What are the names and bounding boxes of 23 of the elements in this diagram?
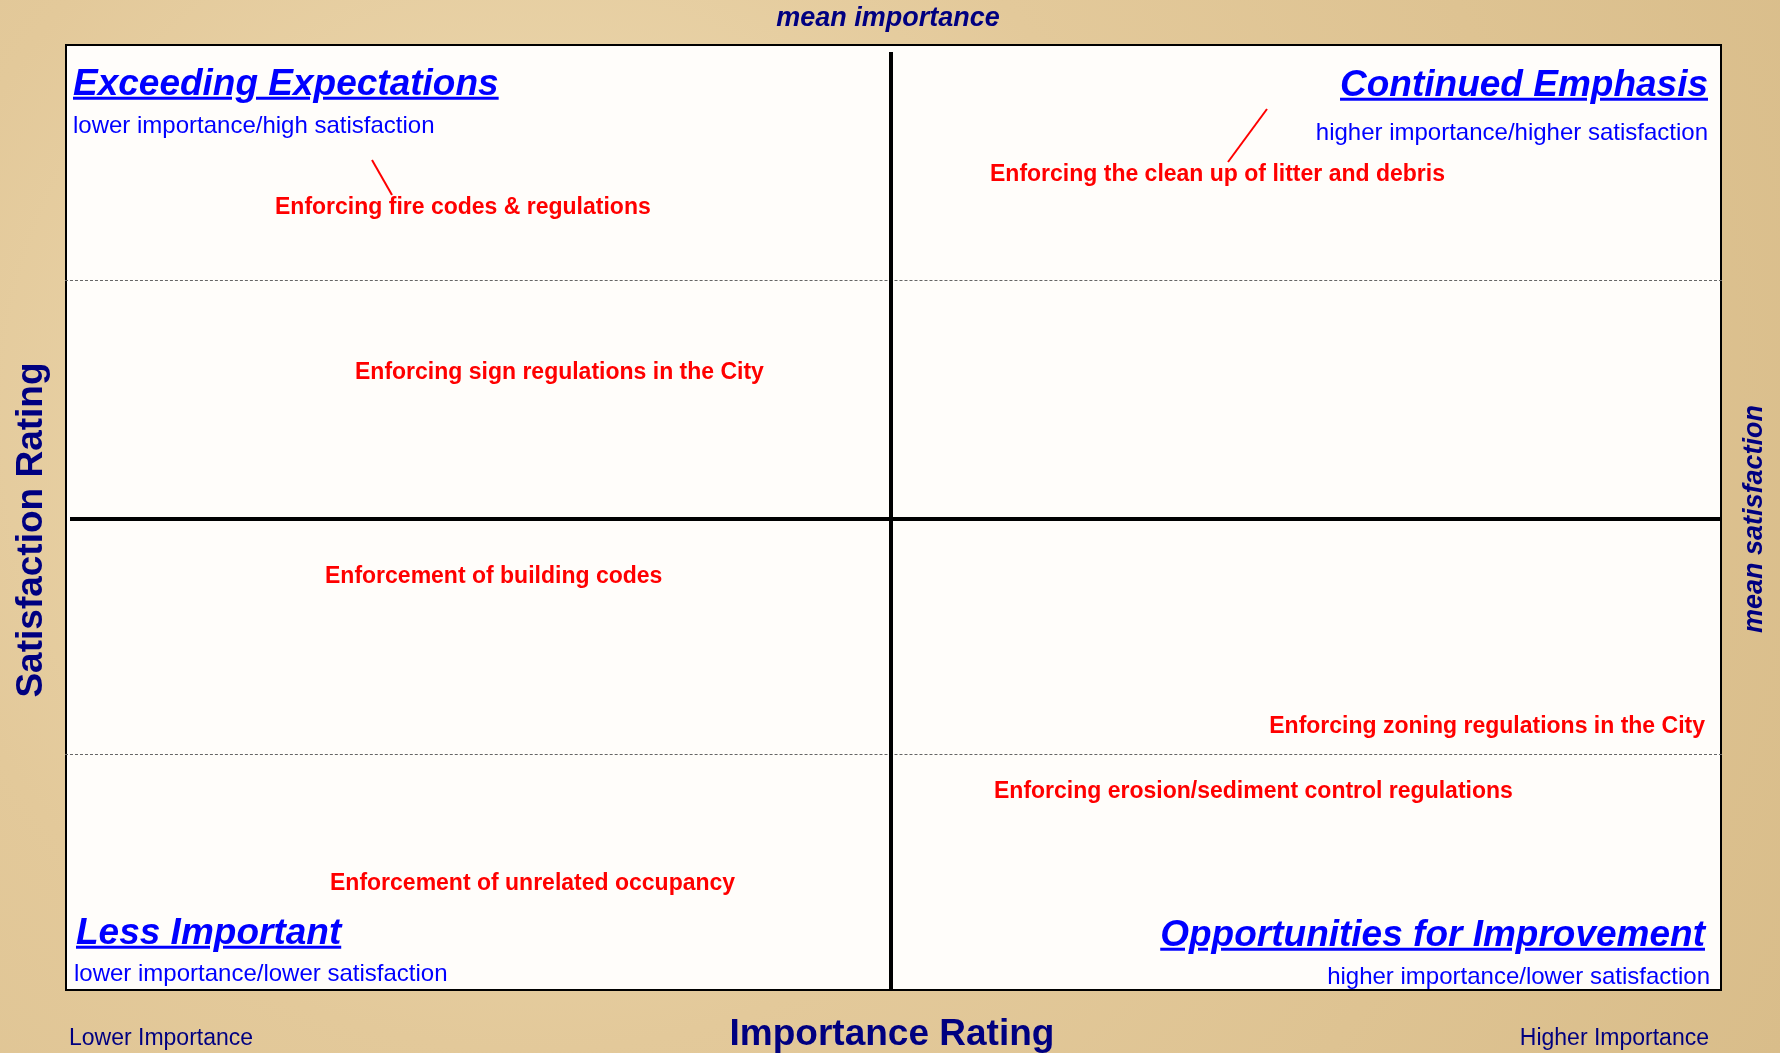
item-label: Enforcing zoning regulations in the City <box>1269 711 1705 739</box>
quadrant-heading: Less Important <box>76 910 342 954</box>
quadrant-heading: Opportunities for Improvement <box>1160 912 1705 956</box>
item-label: Enforcement of unrelated occupancy <box>330 868 736 896</box>
quadrant-subtitle: higher importance/lower satisfaction <box>1327 962 1710 990</box>
leader-line <box>371 159 393 196</box>
quadrant-subtitle: lower importance/high satisfaction <box>73 111 435 139</box>
item-label: Enforcing fire codes & regulations <box>275 193 651 219</box>
axis-label: mean importance <box>776 2 1000 34</box>
leader-line <box>1227 108 1268 163</box>
axis-title: Satisfaction Rating <box>8 362 51 698</box>
quadrant-subtitle: higher importance/higher satisfaction <box>1315 118 1708 146</box>
item-label: Enforcing the clean up of litter and debris <box>990 160 1445 186</box>
item-label: Enforcing sign regulations in the City <box>355 357 764 385</box>
item-label: Enforcing erosion/sediment control regulations <box>994 776 1513 804</box>
quadrant-heading: Continued Emphasis <box>1340 62 1708 106</box>
item-label: Enforcement of building codes <box>325 561 663 589</box>
axis-label: mean satisfaction <box>1738 404 1770 634</box>
scale-end-label: Lower Importance <box>69 1023 254 1051</box>
quadrant-heading: Exceeding Expectations <box>73 61 499 105</box>
scale-end-label: Higher Importance <box>1519 1023 1709 1051</box>
quadrant-subtitle: lower importance/lower satisfaction <box>74 959 448 987</box>
axis-title: Importance Rating <box>729 1011 1055 1053</box>
